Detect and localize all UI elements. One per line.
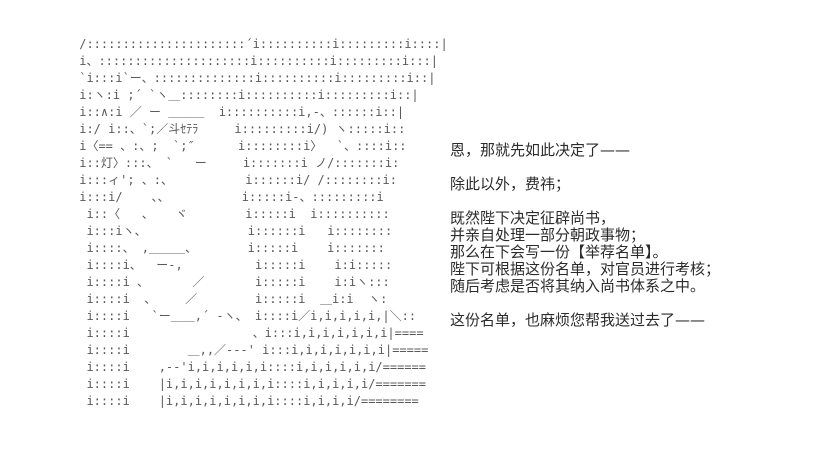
dialogue-line: 既然陛下决定征辟尚书， (450, 209, 616, 227)
dialogue-line: 随后考虑是否将其纳入尚书体系之中。 (450, 277, 706, 295)
dialogue-line (450, 295, 720, 312)
dialogue-line: 除此以外，费祎； (450, 175, 571, 193)
ascii-art-portrait: /::::::::::::::::::::::´i::::::::::i::::… (79, 37, 448, 408)
dialogue-block: 恩，那就先如此决定了—— 除此以外，费祎； 既然陛下决定征辟尚书，并亲自处理一部分朝… (450, 142, 720, 329)
dialogue-line: 那么在下会写一份【举荐名单】。 (450, 243, 668, 261)
dialogue-line: 这份名单，也麻烦您帮我送过去了—— (450, 311, 706, 329)
dialogue-line (450, 159, 720, 176)
dialogue-line: 恩，那就先如此决定了—— (450, 141, 631, 159)
dialogue-line: 并亲自处理一部分朝政事物； (450, 226, 646, 244)
dialogue-line: 陛下可根据这份名单，对官员进行考核； (450, 260, 721, 278)
dialogue-line (450, 193, 720, 210)
